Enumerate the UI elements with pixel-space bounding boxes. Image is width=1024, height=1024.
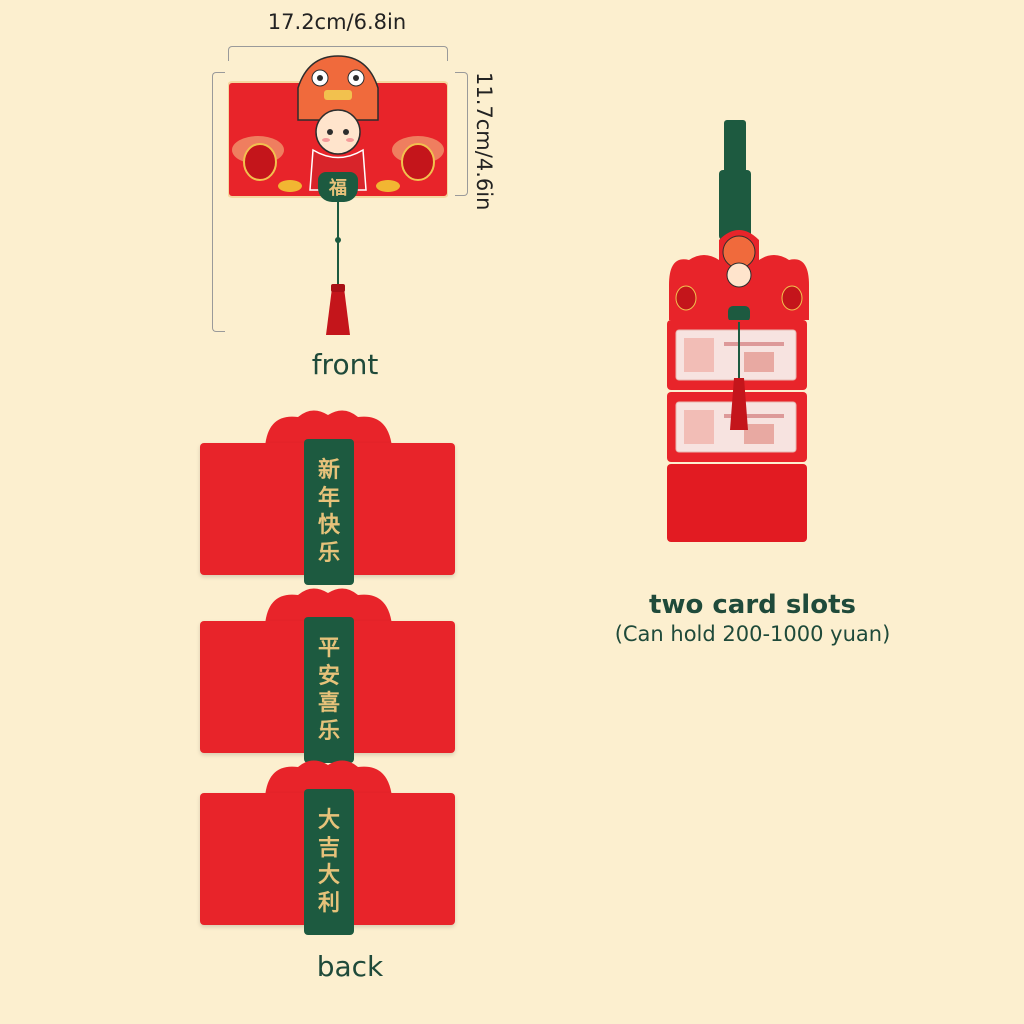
back-envelope-3-flap: [265, 760, 392, 797]
full-height-dimension-line: [212, 72, 225, 332]
height-dimension-label: 11.7cm/4.6in: [470, 72, 500, 242]
band-3-char-3: 大: [317, 862, 340, 888]
band-1-char-1: 新: [317, 457, 340, 483]
unfolded-envelope: [664, 120, 814, 545]
front-fu-badge: 福: [318, 172, 358, 202]
band-1-char-3: 快: [317, 512, 340, 538]
front-envelope: 福: [227, 50, 449, 340]
band-3-char-1: 大: [317, 807, 340, 833]
back-envelope-1-flap: [265, 410, 392, 447]
back-envelope-3-band: 大 吉 大 利: [304, 789, 354, 935]
band-2-char-2: 安: [317, 662, 340, 689]
back-envelope-1-band: 新 年 快 乐: [304, 439, 354, 585]
width-dimension-line: [228, 46, 448, 61]
band-1-char-2: 年: [317, 484, 340, 511]
band-2-char-1: 平: [317, 635, 340, 661]
back-envelope-3: 大 吉 大 利: [200, 755, 455, 935]
front-label: front: [311, 348, 379, 381]
band-3-char-2: 吉: [317, 834, 340, 861]
unfolded-envelope-illustration: [667, 120, 809, 542]
card-slots-title: two card slots: [649, 590, 856, 620]
height-dimension-line: [455, 72, 468, 196]
width-dimension-label: 17.2cm/6.8in: [267, 10, 407, 34]
back-envelope-2-flap: [265, 588, 392, 625]
card-slots-caption: two card slots (Can hold 200-1000 yuan): [580, 590, 925, 646]
front-envelope-illustration: [227, 55, 449, 335]
front-fu-badge-text: 福: [329, 178, 347, 199]
card-slots-note: (Can hold 200-1000 yuan): [614, 622, 891, 646]
band-3-char-4: 利: [317, 889, 340, 916]
band-2-char-4: 乐: [317, 717, 340, 744]
back-envelope-1: 新 年 快 乐: [200, 405, 455, 585]
back-envelope-2: 平 安 喜 乐: [200, 583, 455, 763]
back-label: back: [316, 950, 384, 983]
band-2-char-3: 喜: [317, 690, 340, 716]
band-1-char-4: 乐: [317, 539, 340, 566]
height-dimension-text: 11.7cm/4.6in: [472, 72, 496, 211]
back-envelope-2-band: 平 安 喜 乐: [304, 617, 354, 763]
